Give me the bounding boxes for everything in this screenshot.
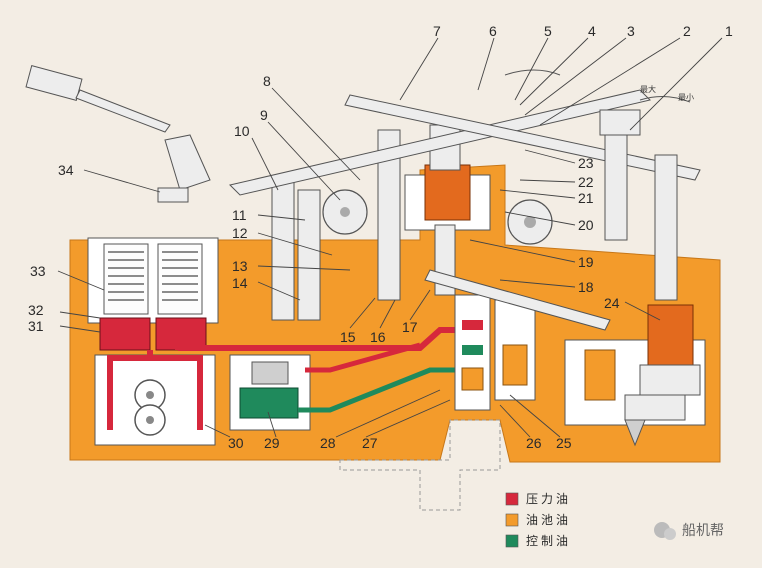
callout-33: 33 (30, 263, 46, 279)
callout-15: 15 (340, 329, 356, 345)
callout-28: 28 (320, 435, 336, 451)
right-frame-top (599, 109, 641, 136)
callout-31: 31 (28, 318, 44, 334)
right-frame-post-left (604, 119, 628, 241)
callout-23: 23 (578, 155, 594, 171)
callout-18: 18 (578, 279, 594, 295)
right-frame-post-right (654, 154, 678, 301)
gear-wheel-20 (507, 199, 553, 245)
callout-22: 22 (578, 174, 594, 190)
speed-scale-top (504, 69, 561, 76)
wechat-icon-small (664, 528, 676, 540)
callout-8: 8 (263, 73, 271, 89)
callout-30: 30 (228, 435, 244, 451)
callout-24: 24 (604, 295, 620, 311)
pressure-oil-line (107, 327, 470, 430)
callout-5: 5 (544, 23, 552, 39)
callout-labels: 1 2 3 4 5 6 7 8 9 10 11 12 13 14 15 16 1… (28, 23, 733, 451)
pressure-oil-line-to-accumulator (305, 342, 421, 373)
legend-label-control: 控制油 (526, 534, 571, 548)
callout-32: 32 (28, 302, 44, 318)
callout-10: 10 (234, 123, 250, 139)
callout-29: 29 (264, 435, 280, 451)
pressure-piston-31-left (99, 317, 151, 351)
gear-pump-30 (134, 379, 166, 436)
callout-26: 26 (526, 435, 542, 451)
slide-plate-10 (271, 179, 295, 321)
fuel-rack-link-7 (229, 89, 651, 196)
spring-24 (639, 304, 701, 396)
pilot-valve-column (454, 294, 536, 411)
legend-label-pressure: 压力油 (526, 492, 571, 506)
pressure-piston-31-right (155, 317, 207, 351)
legend-swatch-pressure (505, 492, 519, 506)
callout-4: 4 (588, 23, 596, 39)
callout-6: 6 (489, 23, 497, 39)
scale-label-big: 最大 (640, 84, 656, 94)
accumulator-29 (239, 361, 299, 419)
callout-1: 1 (725, 23, 733, 39)
legend-swatch-sump (505, 513, 519, 527)
callout-34: 34 (58, 162, 74, 178)
callout-25: 25 (556, 435, 572, 451)
callout-21: 21 (578, 190, 594, 206)
spring-pack-33 (103, 243, 203, 315)
callout-20: 20 (578, 217, 594, 233)
callout-17: 17 (402, 319, 418, 335)
callout-12: 12 (232, 225, 248, 241)
legend-swatch-control (505, 534, 519, 548)
slide-plate-right (377, 129, 401, 301)
legend: 压力油 油池油 控制油 (505, 492, 571, 548)
speed-scale-right: 最大 最小 (639, 84, 694, 103)
drive-outline (339, 419, 501, 511)
scale-label-small: 最小 (678, 93, 694, 102)
callout-7: 7 (433, 23, 441, 39)
callout-13: 13 (232, 258, 248, 274)
legend-label-sump: 油池油 (526, 513, 571, 527)
slide-plate-11 (297, 189, 321, 321)
gear-segment-9 (322, 189, 368, 235)
callout-2: 2 (683, 23, 691, 39)
watermark-text: 船机帮 (682, 523, 724, 539)
right-lower-valves (584, 349, 686, 447)
watermark: 船机帮 (654, 522, 724, 540)
flyweight-head (404, 124, 491, 296)
callout-27: 27 (362, 435, 378, 451)
leader-lines (57, 37, 723, 438)
control-oil-line (298, 367, 470, 413)
callout-3: 3 (627, 23, 635, 39)
callout-11: 11 (232, 207, 247, 223)
handle-lever-34 (25, 65, 211, 203)
callout-19: 19 (578, 254, 594, 270)
lever-link-18 (424, 269, 611, 331)
callout-9: 9 (260, 107, 268, 123)
callout-16: 16 (370, 329, 386, 345)
callout-14: 14 (232, 275, 248, 291)
